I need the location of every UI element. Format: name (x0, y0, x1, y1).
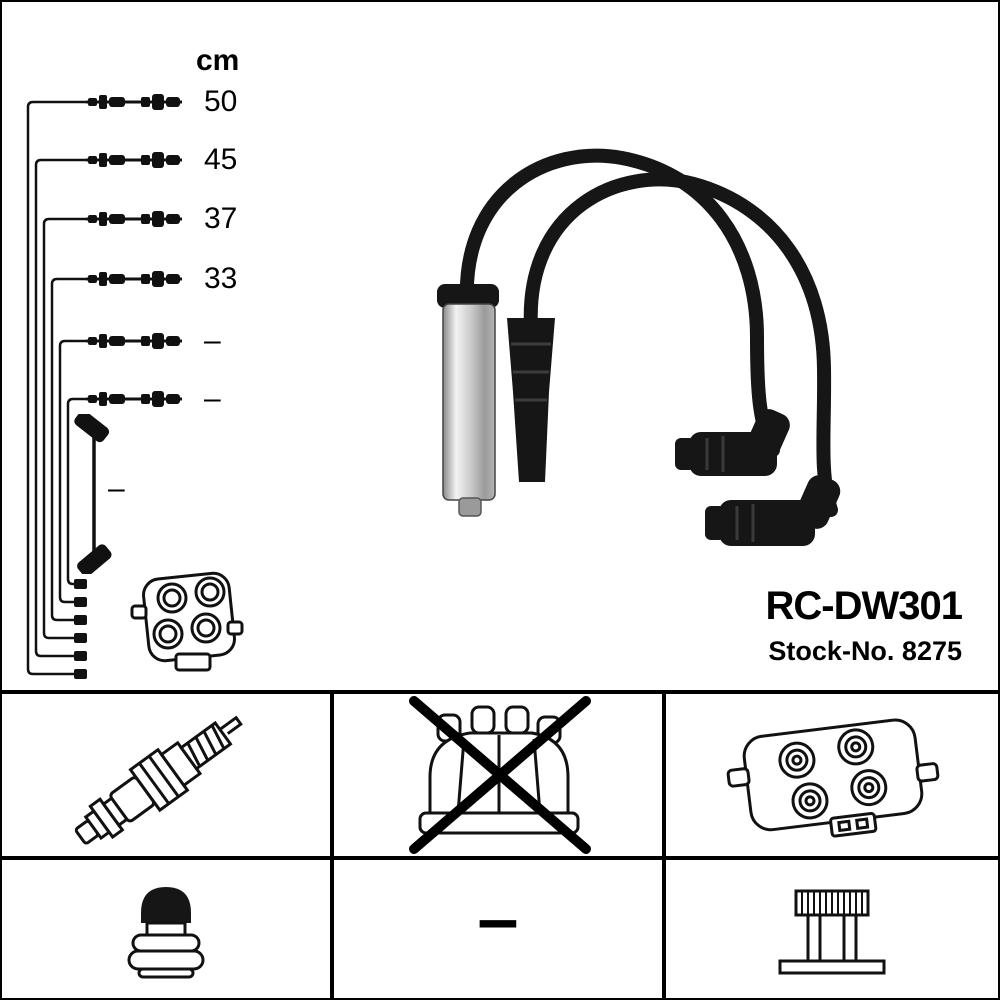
ignition-coil-icon (726, 718, 940, 838)
angled-boot-lead-icon (74, 414, 112, 574)
grid-cell-distributor-crossed (334, 694, 666, 860)
cable-length-value: 37 (204, 202, 238, 235)
ignition-coil-icon (130, 571, 244, 672)
not-applicable-dash: – (477, 877, 519, 960)
grid-cell-ignition-coil (666, 694, 998, 860)
ignition-cable-icon (86, 152, 182, 168)
crossed-out-x (409, 696, 591, 854)
ignition-cable-icon (86, 94, 182, 110)
cable-length-value: 33 (204, 262, 238, 295)
grid-cell-not-applicable: – (334, 860, 666, 998)
grid-cell-plug-terminal (2, 860, 334, 998)
harness-bracket-lines (26, 100, 87, 679)
cable-length-value: – (108, 472, 125, 505)
ignition-cable-icon (86, 391, 182, 407)
unit-label: cm (196, 44, 240, 77)
product-model: RC-DW301 (765, 584, 963, 628)
product-title-block: RC-DW301 Stock-No. 8275 (765, 584, 963, 666)
product-stock-number: Stock-No. 8275 (768, 636, 962, 666)
cable-length-value: 50 (204, 85, 238, 118)
ignition-leads-photo (437, 148, 841, 546)
grid-cell-spark-plug (2, 694, 334, 860)
compatibility-grid: – (2, 690, 998, 998)
ignition-cable-icon (86, 271, 182, 287)
cable-length-value: – (204, 324, 221, 357)
distributor-cap-crossed-icon (409, 696, 591, 854)
ignition-cable-icon (86, 333, 182, 349)
ignition-cable-icon (86, 211, 182, 227)
plug-terminal-icon (127, 887, 205, 979)
mounting-bracket-icon (778, 889, 886, 975)
grid-cell-mounting-bracket (666, 860, 998, 998)
spark-plug-icon (74, 715, 243, 845)
cable-length-value: 45 (204, 143, 238, 176)
cable-length-value: – (204, 382, 221, 415)
